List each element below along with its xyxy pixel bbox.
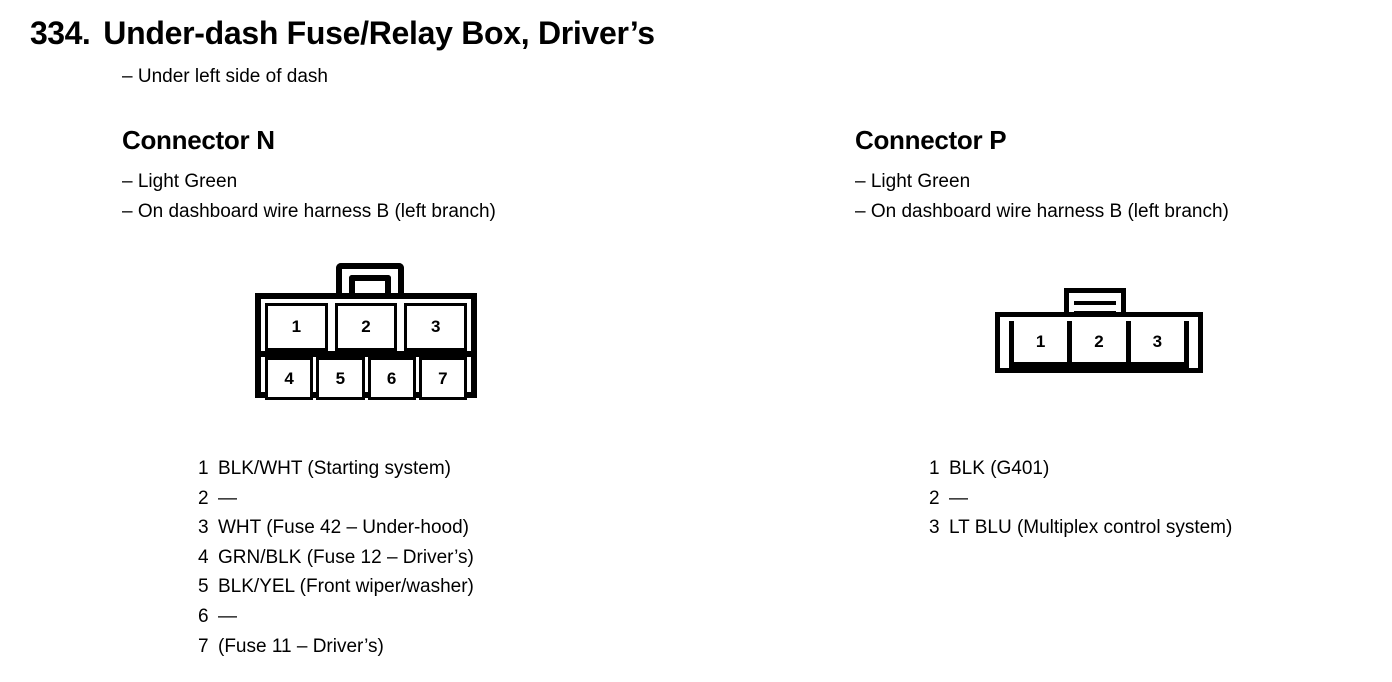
connector-p-harness-note: – On dashboard wire harness B (left bran… (855, 201, 1229, 222)
connector-n-harness-note: – On dashboard wire harness B (left bran… (122, 201, 496, 222)
connector-n-body: 1 2 3 4 5 6 7 (255, 293, 477, 400)
pin-number: 3 (929, 517, 940, 539)
page-subtitle: – Under left side of dash (122, 66, 328, 87)
pin-description: BLK (G401) (949, 458, 1050, 479)
page-title-text: Under-dash Fuse/Relay Box, Driver’s (103, 15, 655, 51)
connector-p-cell-3: 3 (1125, 321, 1189, 367)
connector-n-latch-inner (349, 275, 391, 297)
connector-p-title: Connector P (855, 125, 1007, 155)
pin-number: 4 (198, 546, 209, 568)
connector-p-body: 1 2 3 (1009, 321, 1189, 367)
pin-number: 3 (198, 517, 209, 539)
pin-description: LT BLU (Multiplex control system) (949, 517, 1233, 539)
connector-n-pin-list: 1 BLK/WHT (Starting system) 2 — 3 WHT (F… (198, 458, 474, 665)
connector-n-bottom-row: 4 5 6 7 (261, 351, 471, 404)
connector-p-foot-right (1181, 328, 1203, 373)
pin-description: — (949, 487, 968, 509)
pin-description: GRN/BLK (Fuse 12 – Driver’s) (218, 546, 474, 568)
connector-n-cell-2: 2 (334, 303, 398, 351)
connector-n-latch-outer (336, 263, 404, 297)
connector-n-column: Connector N – Light Green – On dashboard… (122, 0, 822, 682)
connector-p-column: Connector P – Light Green – On dashboard… (855, 0, 1375, 682)
pin-row: 3 LT BLU (Multiplex control system) (929, 517, 1232, 547)
pin-number: 2 (929, 487, 940, 509)
connector-p-latch-tab (1064, 288, 1126, 316)
connector-n-diagram: 1 2 3 4 5 6 7 (255, 263, 485, 403)
connector-n-cell-3: 3 (404, 303, 468, 351)
pin-number: 6 (198, 605, 209, 627)
pin-description: (Fuse 11 – Driver’s) (218, 635, 384, 657)
connector-p-tab-line (1074, 301, 1116, 305)
connector-p-cell-2: 2 (1067, 321, 1131, 367)
connector-n-color-note: – Light Green (122, 171, 238, 192)
connector-n-cell-6: 6 (367, 357, 416, 400)
connector-n-title: Connector N (122, 125, 275, 155)
pin-row: 2 — (198, 488, 474, 518)
connector-p-cell-1: 1 (1009, 321, 1073, 367)
pin-row: 4 GRN/BLK (Fuse 12 – Driver’s) (198, 547, 474, 577)
pin-description: WHT (Fuse 42 – Under-hood) (218, 517, 469, 539)
pin-row: 1 BLK (G401) (929, 458, 1232, 488)
connector-p-diagram: 1 2 3 (995, 288, 1203, 378)
connector-p-pin-list: 1 BLK (G401) 2 — 3 LT BLU (Multiplex con… (929, 458, 1232, 547)
pin-description: BLK/YEL (Front wiper/washer) (218, 576, 474, 598)
pin-number: 1 (198, 458, 209, 479)
pin-row: 1 BLK/WHT (Starting system) (198, 458, 474, 488)
pin-row: 2 — (929, 488, 1232, 518)
pin-number: 1 (929, 458, 940, 479)
page-number: 334. (30, 15, 91, 51)
connector-n-cell-4: 4 (265, 357, 314, 400)
pin-description: — (218, 605, 237, 627)
pin-row: 5 BLK/YEL (Front wiper/washer) (198, 576, 474, 606)
pin-row: 6 — (198, 606, 474, 636)
connector-p-color-note: – Light Green (855, 171, 971, 192)
connector-n-cell-5: 5 (316, 357, 365, 400)
pin-number: 5 (198, 576, 209, 598)
pin-number: 7 (198, 635, 209, 657)
pin-description: BLK/WHT (Starting system) (218, 458, 451, 479)
connector-n-cell-7: 7 (418, 357, 467, 400)
pin-description: — (218, 487, 237, 509)
page-title: 334. Under-dash Fuse/Relay Box, Driver’s (30, 15, 655, 52)
connector-n-top-row: 1 2 3 (261, 299, 471, 351)
connector-p-base (1009, 362, 1189, 373)
pin-row: 3 WHT (Fuse 42 – Under-hood) (198, 517, 474, 547)
pin-row: 7 (Fuse 11 – Driver’s) (198, 636, 474, 666)
connector-p-foot-left (995, 328, 1017, 373)
pin-number: 2 (198, 487, 209, 509)
connector-n-cell-1: 1 (265, 303, 328, 351)
